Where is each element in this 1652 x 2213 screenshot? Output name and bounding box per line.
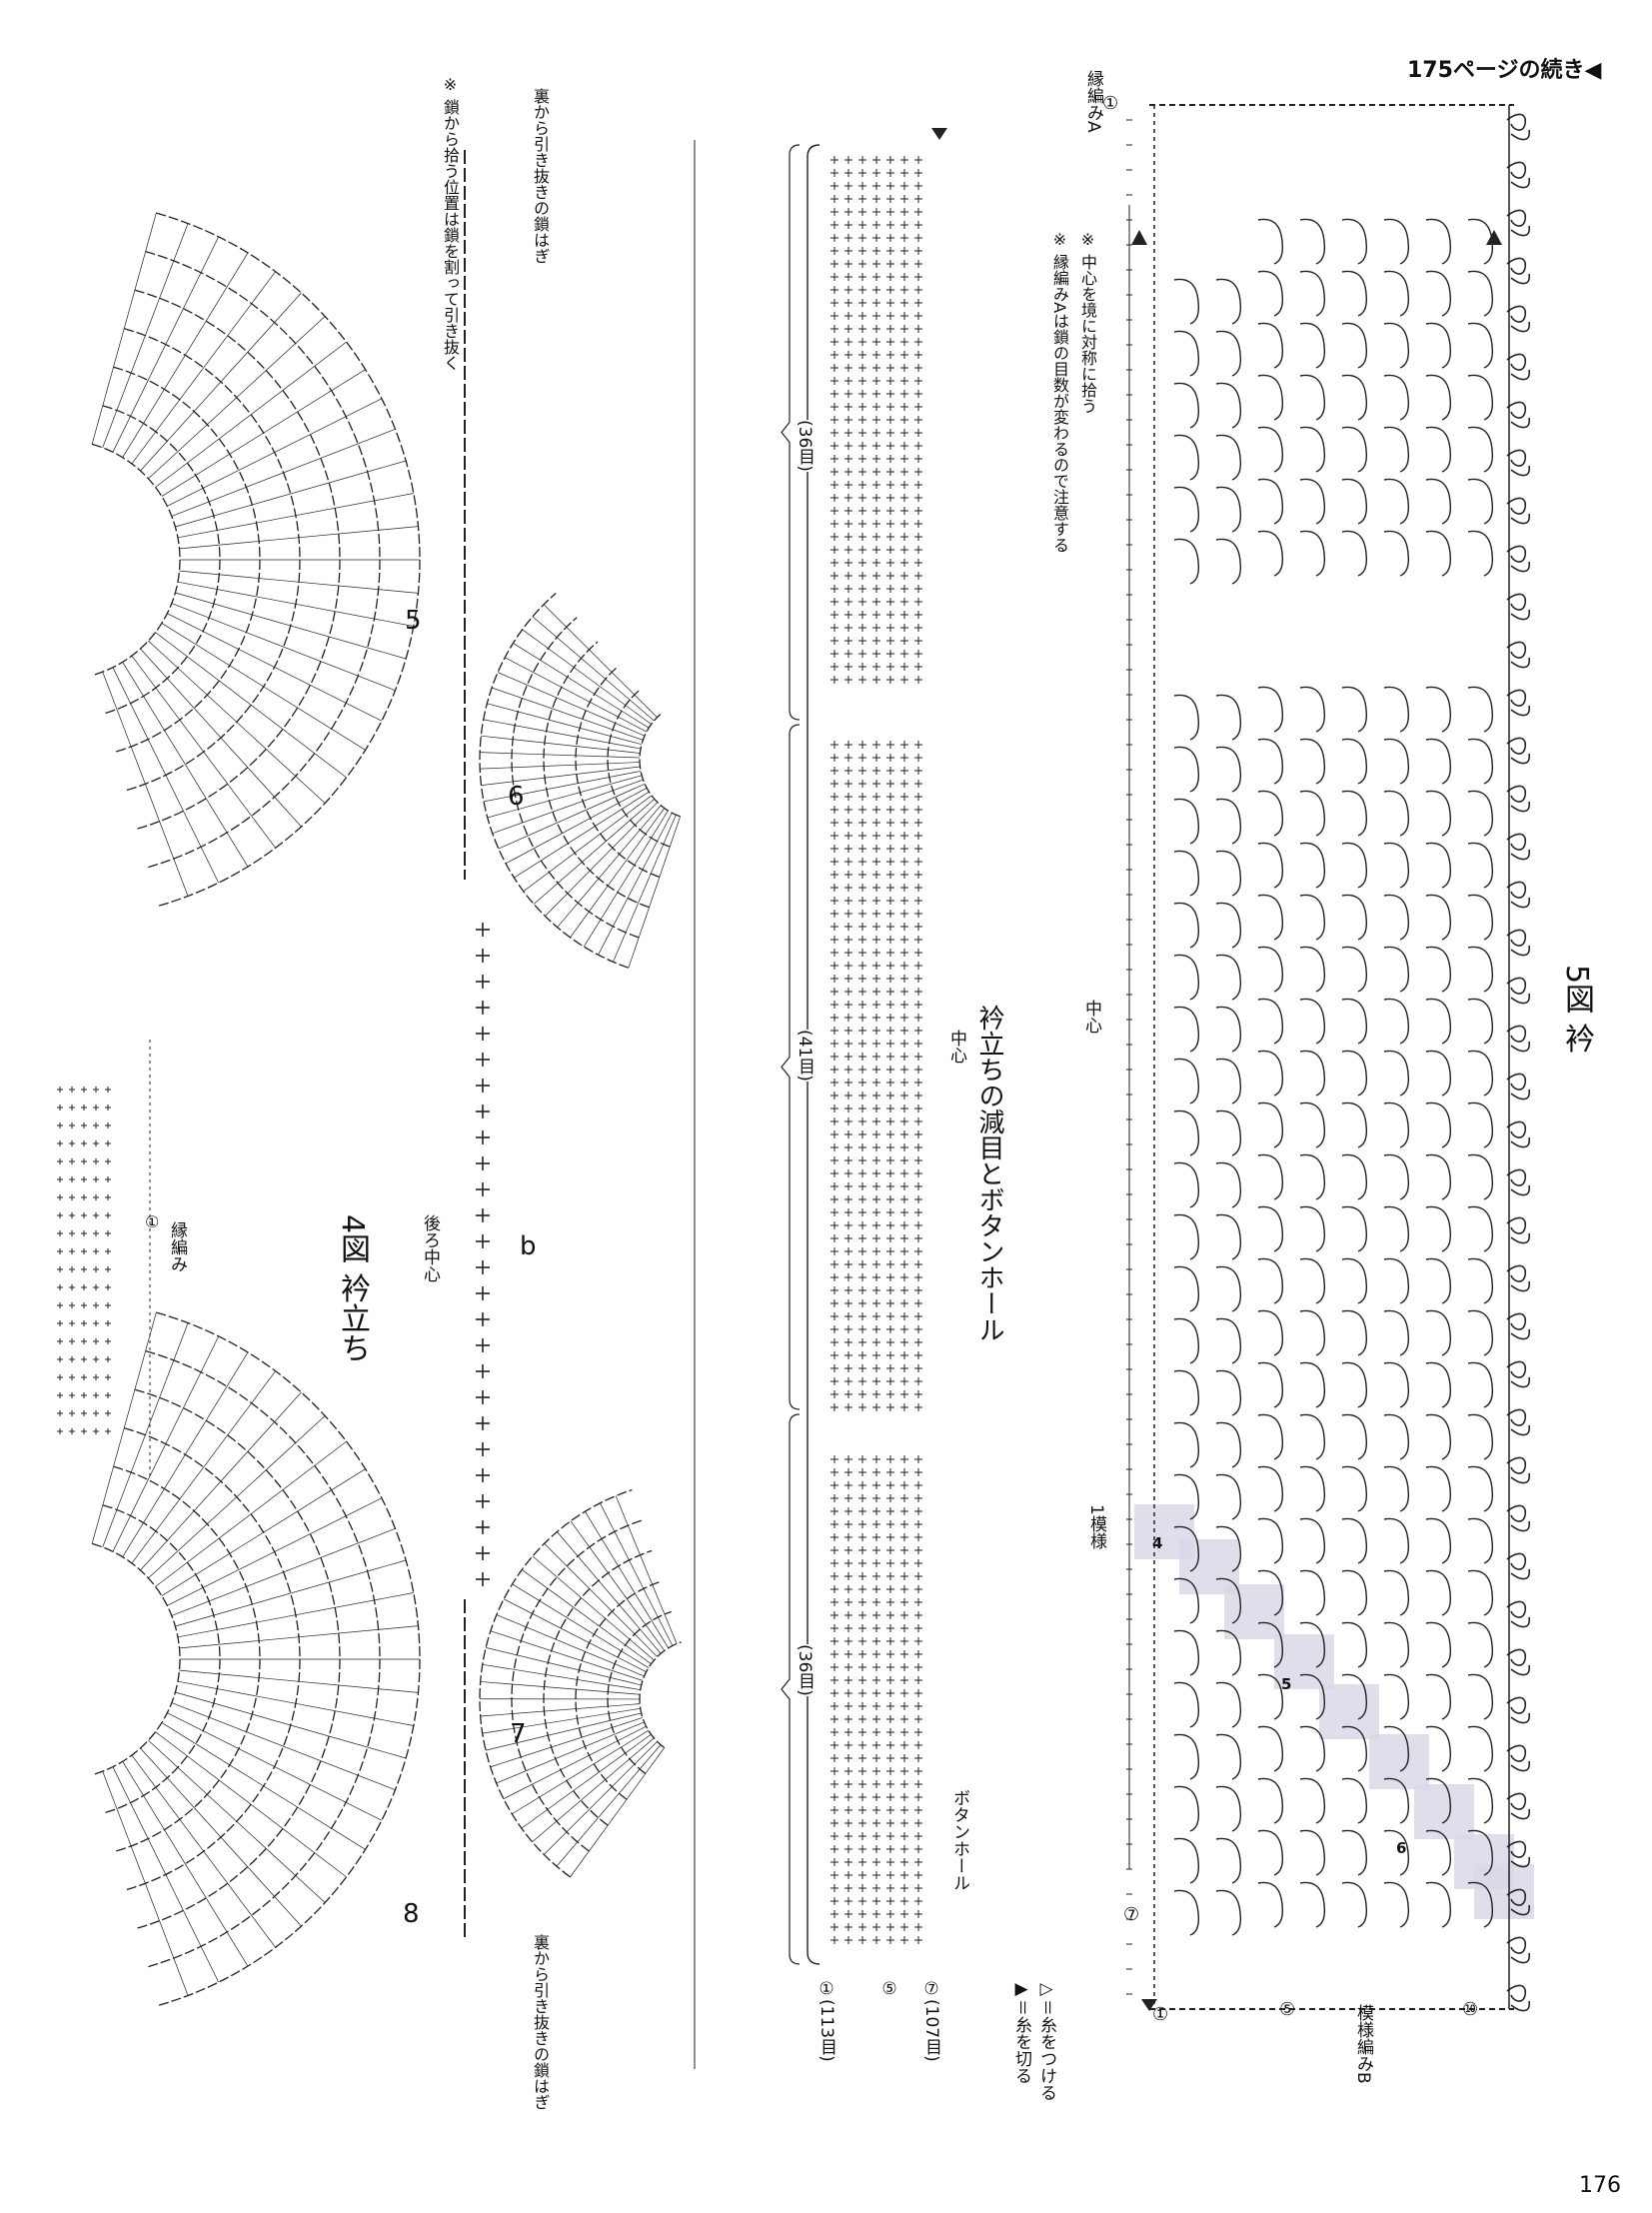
fig5-title: 5図 衿 bbox=[1559, 965, 1594, 1054]
fig5-row-1-bottom: ① bbox=[1152, 2004, 1169, 2025]
fig5-row-10: ⑩ bbox=[1462, 1999, 1479, 2020]
note-join-bottom: 裏から引き抜きの鎖はぎ bbox=[531, 1934, 550, 2110]
fig5-row-1-top: ① bbox=[1102, 93, 1119, 114]
fig5-center-label: 中心 bbox=[1081, 1000, 1101, 1034]
shade-num-6: 6 bbox=[1396, 1839, 1407, 1857]
edge-row-1: ① bbox=[145, 1212, 160, 1231]
motif-5: 5 bbox=[405, 606, 422, 636]
collar-row-1: ①(113目) bbox=[817, 1979, 836, 2062]
segment-36-bottom: (36目) bbox=[793, 1644, 818, 1696]
collar-title: 衿立ちの減目とボタンホール bbox=[974, 1005, 1004, 1342]
fig5-note-2: ※ 縁編みAは鎖の目数が変わるので注意する bbox=[1050, 230, 1069, 554]
collar-row-7: ⑦(107目) bbox=[921, 1979, 941, 2062]
legend-attach: ▷＝糸をつける bbox=[1036, 1979, 1056, 2101]
collar-row-5: ⑤ bbox=[879, 1979, 899, 1999]
buttonhole-label: ボタンホール bbox=[949, 1789, 969, 1891]
motif-7: 7 bbox=[510, 1719, 527, 1749]
collar-center-label: 中心 bbox=[946, 1030, 966, 1064]
fig5-row-7: ⑦ bbox=[1123, 1904, 1140, 1925]
edge-b-label: 模様編みB bbox=[1353, 2004, 1373, 2084]
note-join-top: 裏から引き抜きの鎖はぎ bbox=[531, 88, 550, 264]
one-pattern-label: 1模様 bbox=[1086, 1504, 1106, 1549]
segment-41: (41目) bbox=[793, 1030, 818, 1082]
edge-a-label: 縁編みA bbox=[1083, 70, 1103, 133]
note-pickup: ※ 鎖から拾う位置は鎖を割って引き抜く bbox=[441, 75, 460, 372]
fig4-title: 4図 衿立ち bbox=[335, 1214, 370, 1363]
motif-8: 8 bbox=[403, 1899, 420, 1929]
fig5-row-5: ⑤ bbox=[1279, 1999, 1296, 2020]
continuation-note: 175ページの続き◀ bbox=[1407, 58, 1602, 83]
motif-b: b bbox=[520, 1231, 537, 1261]
shade-num-4: 4 bbox=[1152, 1534, 1163, 1552]
segment-36-top: (36目) bbox=[793, 420, 818, 472]
edge-label: 縁編み bbox=[167, 1221, 187, 1272]
page-number: 176 bbox=[1579, 2173, 1621, 2198]
back-center-label: 後ろ中心 bbox=[420, 1214, 440, 1282]
legend-cut: ▶＝糸を切る bbox=[1011, 1979, 1031, 2084]
shade-num-5: 5 bbox=[1281, 1675, 1292, 1693]
motif-6: 6 bbox=[508, 782, 525, 812]
fig5-note-1: ※ 中心を境に対称に拾う bbox=[1078, 230, 1097, 415]
